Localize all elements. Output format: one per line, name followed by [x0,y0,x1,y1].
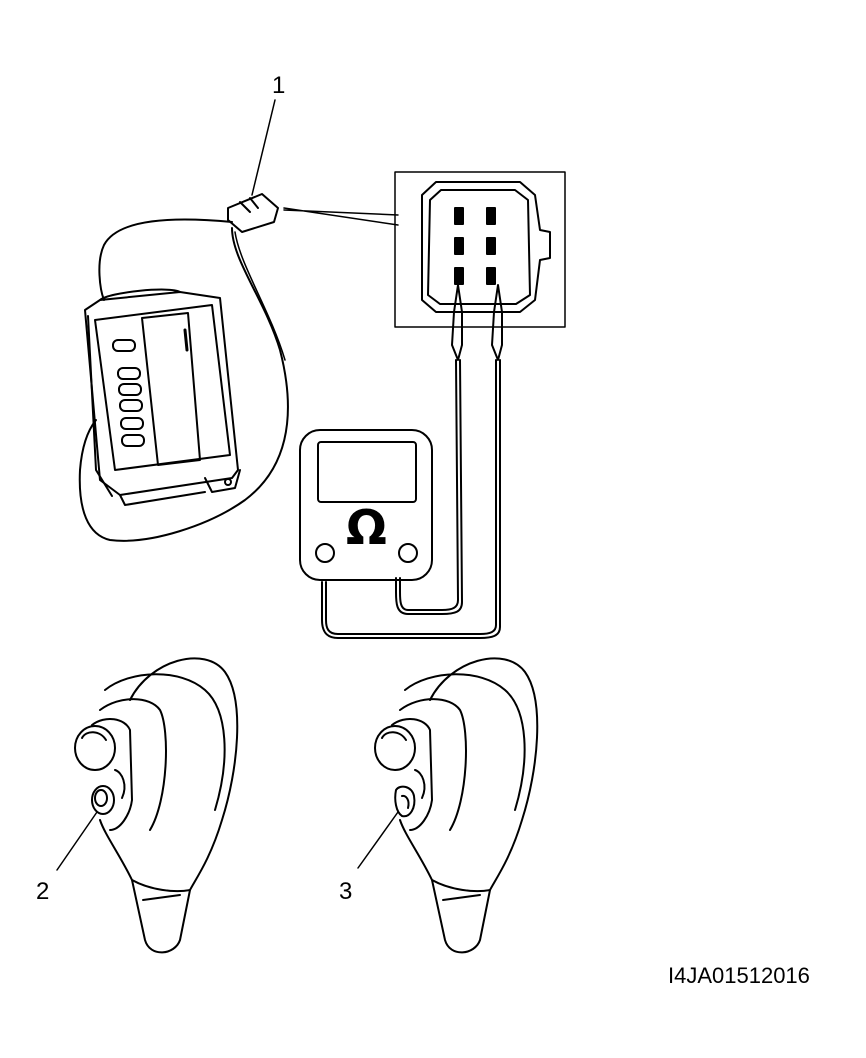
callout-2: 2 [36,878,50,905]
control-module [78,218,289,542]
callout-2-leader [56,811,98,871]
meter-probes [321,284,503,639]
ohmmeter [299,429,433,581]
callout-1-leader [251,99,276,196]
ohm-symbol: Ω [346,500,387,556]
figure-id: I4JA01512016 [668,963,810,988]
module-connector [227,193,279,233]
callout-1: 1 [272,72,286,99]
callout-3-leader [357,811,399,869]
callout-3: 3 [339,878,353,905]
shift-knob-right [374,657,539,954]
connector-leader-line [283,207,399,226]
shift-knob-left [74,657,239,954]
connector-detail-box [394,171,566,328]
